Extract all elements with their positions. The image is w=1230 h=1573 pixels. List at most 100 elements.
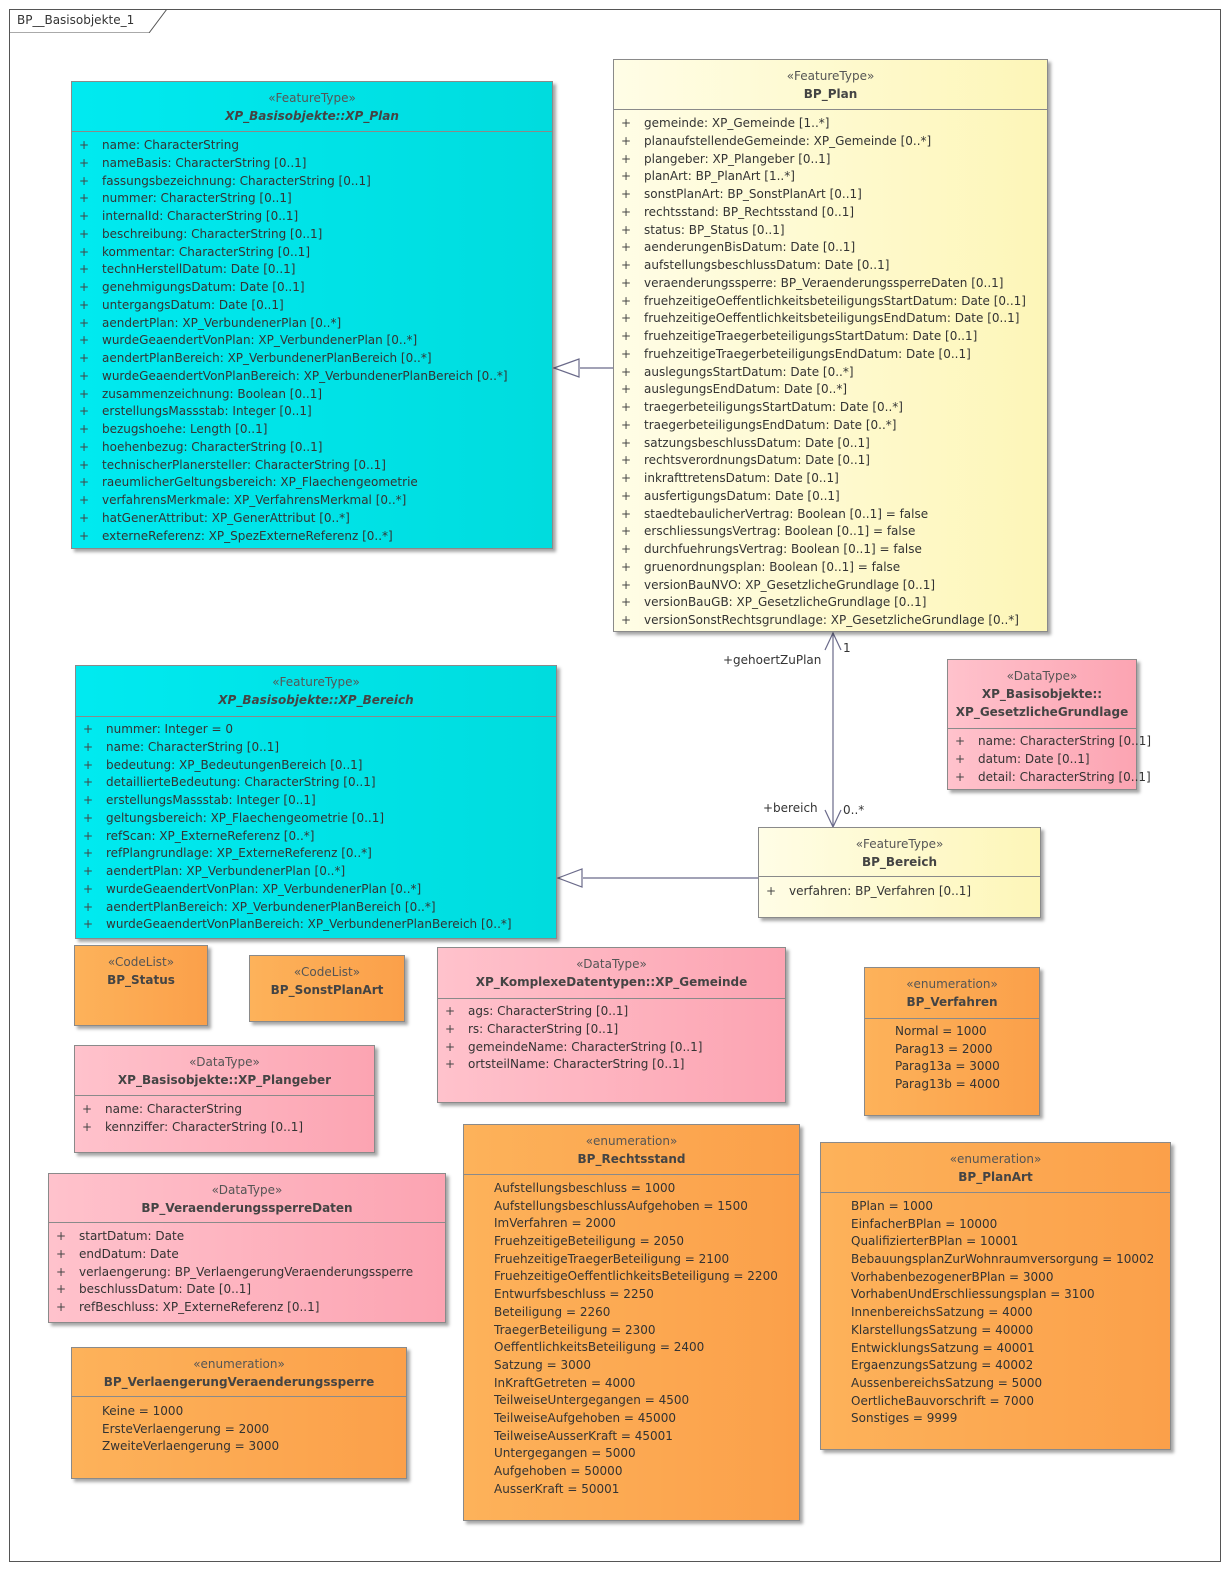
class-xp-gemeinde[interactable]: «DataType» XP_KomplexeDatentypen::XP_Gem… [437,947,786,1103]
attribute-row[interactable]: +aendertPlan: XP_VerbundenerPlan [0..*] [72,315,552,333]
attribute-row[interactable]: +planaufstellendeGemeinde: XP_Gemeinde [… [614,133,1047,151]
attribute-row[interactable]: +aenderungenBisDatum: Date [0..1] [614,239,1047,257]
attribute-row[interactable]: +name: CharacterString [0..1] [76,739,556,757]
attribute-row[interactable]: +gemeindeName: CharacterString [0..1] [438,1039,785,1057]
attribute-row[interactable]: +fruehzeitigeTraegerbeteiligungsStartDat… [614,328,1047,346]
attribute-row[interactable]: +erstellungsMassstab: Integer [0..1] [72,403,552,421]
attribute-row[interactable]: +fruehzeitigeOeffentlichkeitsbeteiligung… [614,310,1047,328]
enum-literal[interactable]: VorhabenbezogenerBPlan = 3000 [851,1269,1054,1284]
attribute-row[interactable]: +versionBauNVO: XP_GesetzlicheGrundlage … [614,577,1047,595]
attribute-row[interactable]: +name: CharacterString [0..1] [948,733,1151,751]
enum-literal[interactable]: Sonstiges = 9999 [851,1411,958,1426]
enum-literal[interactable]: FruehzeitigeOeffentlichkeitsBeteiligung … [494,1269,778,1284]
class-bp-verfahren[interactable]: «enumeration» BP_Verfahren Normal = 1000… [864,967,1040,1116]
enum-literal[interactable]: TeilweiseAusserKraft = 45001 [494,1428,673,1443]
enum-literal[interactable]: BebauungsplanZurWohnraumversorgung = 100… [851,1252,1155,1267]
attribute-row[interactable]: +beschlussDatum: Date [0..1] [49,1281,445,1299]
class-bp-status[interactable]: «CodeList» BP_Status [74,945,208,1026]
attribute-row[interactable]: +traegerbeteiligungsStartDatum: Date [0.… [614,399,1047,417]
enum-literal[interactable]: OeffentlichkeitsBeteiligung = 2400 [494,1340,705,1355]
attribute-row[interactable]: +refPlangrundlage: XP_ExterneReferenz [0… [76,845,556,863]
attribute-row[interactable]: +staedtebaulicherVertrag: Boolean [0..1]… [614,506,1047,524]
enum-literal[interactable]: EntwicklungsSatzung = 40001 [851,1340,1035,1355]
attribute-row[interactable]: +untergangsDatum: Date [0..1] [72,297,552,315]
attribute-row[interactable]: +wurdeGeaendertVonPlanBereich: XP_Verbun… [72,368,552,386]
enum-literal[interactable]: AusserKraft = 50001 [494,1481,620,1496]
enum-literal[interactable]: ImVerfahren = 2000 [494,1216,616,1231]
attribute-row[interactable]: +detail: CharacterString [0..1] [948,769,1151,787]
class-xp-plan[interactable]: «FeatureType» XP_Basisobjekte::XP_Plan +… [71,81,553,549]
attribute-row[interactable]: +detaillierteBedeutung: CharacterString … [76,774,556,792]
enum-literal[interactable]: Beteiligung = 2260 [494,1304,611,1319]
class-bp-plan[interactable]: «FeatureType» BP_Plan +gemeinde: XP_Geme… [613,59,1048,632]
attribute-row[interactable]: +refBeschluss: XP_ExterneReferenz [0..1] [49,1299,445,1317]
attribute-row[interactable]: +ortsteilName: CharacterString [0..1] [438,1056,785,1074]
attribute-row[interactable]: +name: CharacterString [72,137,552,155]
attribute-row[interactable]: +genehmigungsDatum: Date [0..1] [72,279,552,297]
attribute-row[interactable]: +beschreibung: CharacterString [0..1] [72,226,552,244]
enum-literal[interactable]: ZweiteVerlaengerung = 3000 [102,1439,280,1454]
attribute-row[interactable]: +hatGenerAttribut: XP_GenerAttribut [0..… [72,510,552,528]
attribute-row[interactable]: +auslegungsStartDatum: Date [0..*] [614,364,1047,382]
enum-literal[interactable]: Parag13 = 2000 [895,1041,993,1056]
enum-literal[interactable]: BPlan = 1000 [851,1199,933,1213]
attribute-row[interactable]: +auslegungsEndDatum: Date [0..*] [614,381,1047,399]
enum-literal[interactable]: OertlicheBauvorschrift = 7000 [851,1393,1034,1408]
attribute-row[interactable]: +fruehzeitigeTraegerbeteiligungsEndDatum… [614,346,1047,364]
attribute-row[interactable]: +fassungsbezeichnung: CharacterString [0… [72,173,552,191]
class-bp-rechtsstand[interactable]: «enumeration» BP_Rechtsstand Aufstellung… [463,1124,800,1521]
enum-literal[interactable]: EinfacherBPlan = 10000 [851,1216,998,1231]
attribute-row[interactable]: +aendertPlanBereich: XP_VerbundenerPlanB… [72,350,552,368]
class-xp-plangeber[interactable]: «DataType» XP_Basisobjekte::XP_Plangeber… [74,1045,375,1153]
attribute-row[interactable]: +verfahrensMerkmale: XP_VerfahrensMerkma… [72,492,552,510]
attribute-row[interactable]: +externeReferenz: XP_SpezExterneReferenz… [72,528,552,546]
attribute-row[interactable]: +nummer: CharacterString [0..1] [72,190,552,208]
attribute-row[interactable]: +erstellungsMassstab: Integer [0..1] [76,792,556,810]
enum-literal[interactable]: AussenbereichsSatzung = 5000 [851,1375,1043,1390]
attribute-row[interactable]: +wurdeGeaendertVonPlan: XP_VerbundenerPl… [72,332,552,350]
attribute-row[interactable]: +aufstellungsbeschlussDatum: Date [0..1] [614,257,1047,275]
class-bp-sonstplanart[interactable]: «CodeList» BP_SonstPlanArt [249,955,405,1022]
enum-literal[interactable]: Parag13b = 4000 [895,1077,1001,1092]
enum-literal[interactable]: Entwurfsbeschluss = 2250 [494,1287,654,1302]
attribute-row[interactable]: +internalId: CharacterString [0..1] [72,208,552,226]
class-bp-verlaengerungveraenderungssperre[interactable]: «enumeration» BP_VerlaengerungVeraenderu… [71,1347,407,1479]
class-bp-veraenderungssperredaten[interactable]: «DataType» BP_VeraenderungssperreDaten +… [48,1173,446,1323]
attribute-row[interactable]: +refScan: XP_ExterneReferenz [0..*] [76,828,556,846]
enum-literal[interactable]: FruehzeitigeTraegerBeteiligung = 2100 [494,1251,730,1266]
attribute-row[interactable]: +startDatum: Date [49,1228,445,1246]
attribute-row[interactable]: +nameBasis: CharacterString [0..1] [72,155,552,173]
enum-literal[interactable]: FruehzeitigeBeteiligung = 2050 [494,1234,684,1249]
attribute-row[interactable]: +ausfertigungsDatum: Date [0..1] [614,488,1047,506]
attribute-row[interactable]: +traegerbeteiligungsEndDatum: Date [0..*… [614,417,1047,435]
attribute-row[interactable]: +technischerPlanersteller: CharacterStri… [72,457,552,475]
enum-literal[interactable]: Satzung = 3000 [494,1357,592,1372]
attribute-row[interactable]: +aendertPlanBereich: XP_VerbundenerPlanB… [76,899,556,917]
attribute-row[interactable]: +erschliessungsVertrag: Boolean [0..1] =… [614,523,1047,541]
attribute-row[interactable]: +gruenordnungsplan: Boolean [0..1] = fal… [614,559,1047,577]
enum-literal[interactable]: Keine = 1000 [102,1404,184,1418]
attribute-row[interactable]: +bezugshoehe: Length [0..1] [72,421,552,439]
attribute-row[interactable]: +hoehenbezug: CharacterString [0..1] [72,439,552,457]
enum-literal[interactable]: TeilweiseAufgehoben = 45000 [494,1410,676,1425]
enum-literal[interactable]: Aufgehoben = 50000 [494,1464,623,1478]
class-xp-gesetzlichegrundlage[interactable]: «DataType» XP_Basisobjekte:: XP_Gesetzli… [947,659,1151,790]
attribute-row[interactable]: +rs: CharacterString [0..1] [438,1021,785,1039]
enum-literal[interactable]: TeilweiseUntergegangen = 4500 [494,1393,690,1408]
attribute-row[interactable]: +veraenderungssperre: BP_Veraenderungssp… [614,275,1047,293]
attribute-row[interactable]: +wurdeGeaendertVonPlanBereich: XP_Verbun… [76,916,556,934]
attribute-row[interactable]: +planArt: BP_PlanArt [1..*] [614,168,1047,186]
attribute-row[interactable]: +name: CharacterString [75,1101,374,1119]
attribute-row[interactable]: +raeumlicherGeltungsbereich: XP_Flaechen… [72,474,552,492]
attribute-row[interactable]: +ags: CharacterString [0..1] [438,1003,785,1021]
enum-literal[interactable]: AufstellungsbeschlussAufgehoben = 1500 [494,1198,748,1213]
attribute-row[interactable]: +kennziffer: CharacterString [0..1] [75,1119,374,1137]
attribute-row[interactable]: +plangeber: XP_Plangeber [0..1] [614,151,1047,169]
attribute-row[interactable]: +gemeinde: XP_Gemeinde [1..*] [614,115,1047,133]
enum-literal[interactable]: Parag13a = 3000 [895,1059,1000,1074]
attribute-row[interactable]: +endDatum: Date [49,1246,445,1264]
attribute-row[interactable]: +aendertPlan: XP_VerbundenerPlan [0..*] [76,863,556,881]
enum-literal[interactable]: QualifizierterBPlan = 10001 [851,1234,1019,1249]
attribute-row[interactable]: +inkrafttretensDatum: Date [0..1] [614,470,1047,488]
